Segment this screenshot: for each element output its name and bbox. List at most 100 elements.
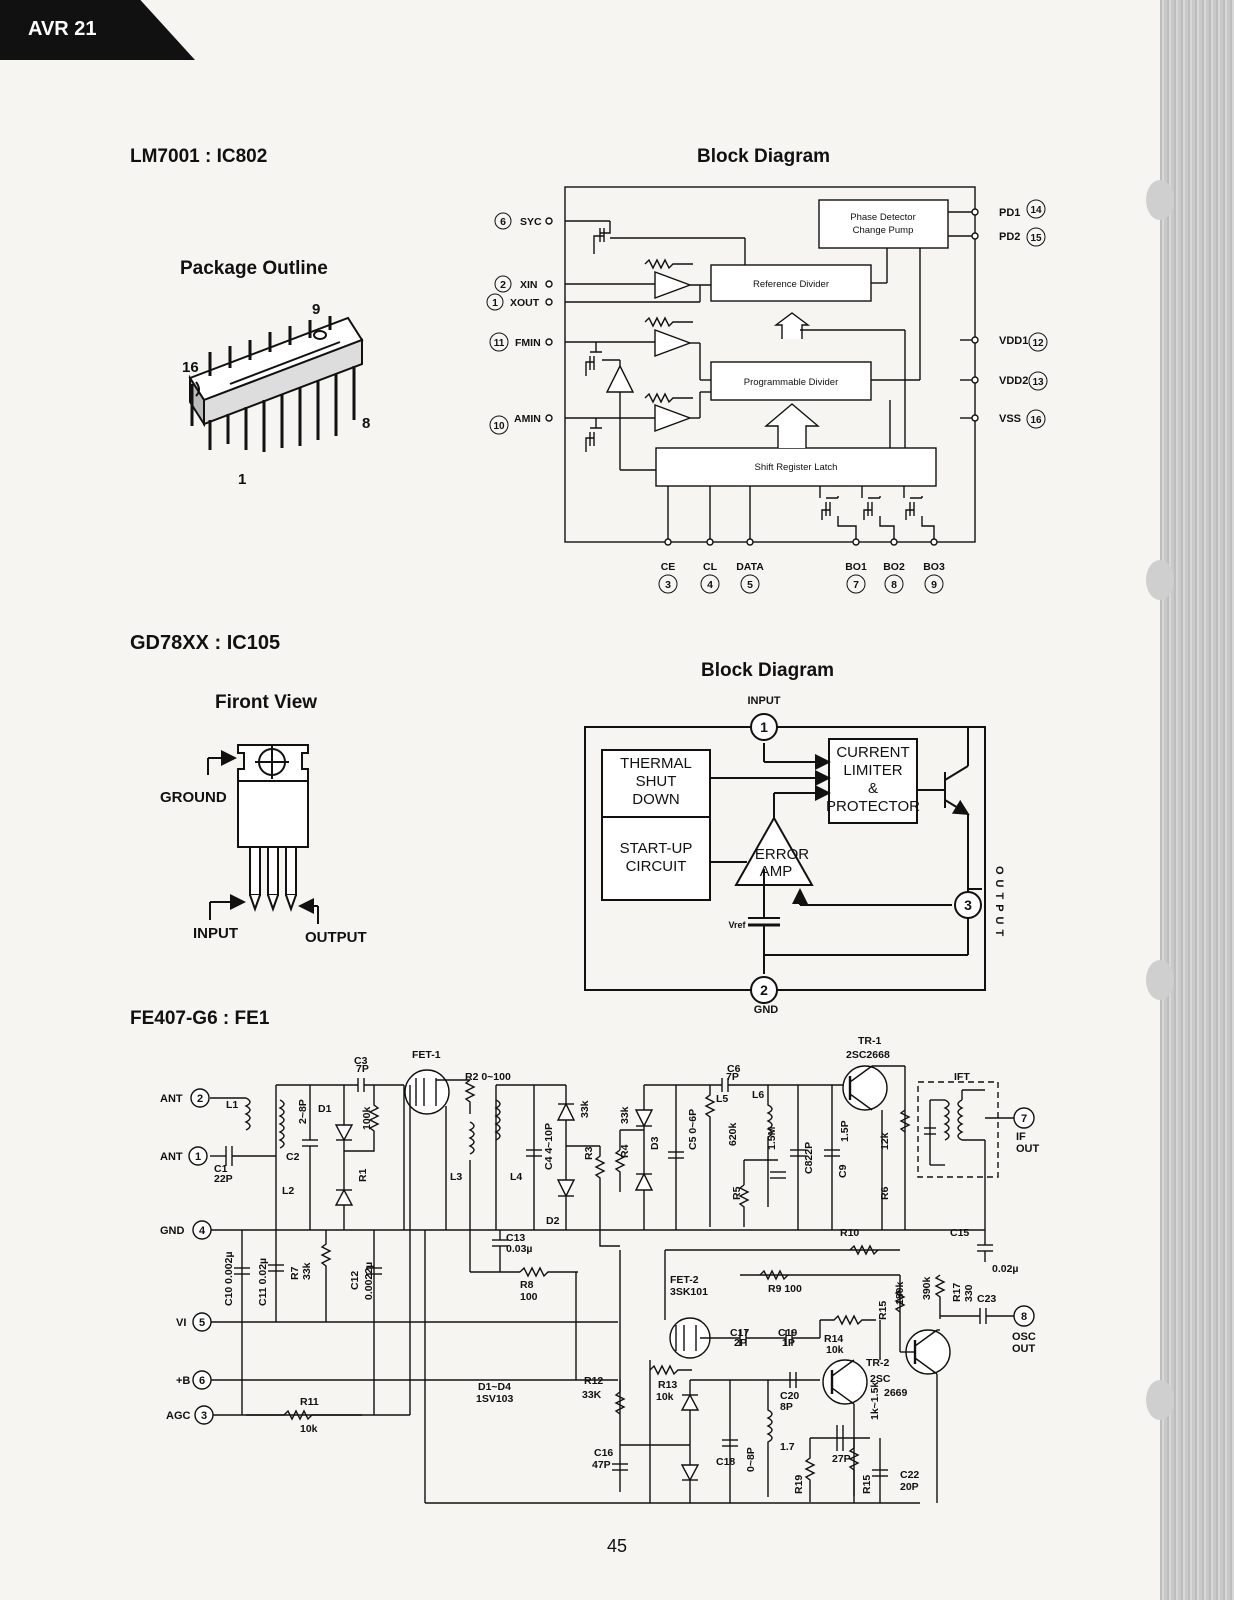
pin-name-vdd2: VDD2 xyxy=(999,375,1028,387)
gd-output-vertical: OUTPUT xyxy=(993,866,1005,941)
front-view-title: Firont View xyxy=(215,692,318,713)
component-label: 0.02µ xyxy=(992,1263,1019,1275)
component-label: 1k~1.5k xyxy=(869,1382,881,1420)
component-label: C16 xyxy=(594,1447,613,1459)
fe-term-label-agc: AGC xyxy=(166,1410,191,1422)
fe-term-label-vi: VI xyxy=(176,1317,186,1329)
component-label: R17 xyxy=(951,1283,963,1302)
component-label: 0.0022µ xyxy=(363,1262,375,1300)
component-label: FET-1 xyxy=(412,1049,441,1061)
package-outline-title: Package Outline xyxy=(180,258,328,279)
pin-name-xout: XOUT xyxy=(510,297,540,309)
component-label: TR-1 xyxy=(858,1035,881,1047)
component-label: 620k xyxy=(727,1122,739,1146)
pin-name-xin: XIN xyxy=(520,279,538,291)
lm7001-block-title: Block Diagram xyxy=(697,146,831,167)
thermal-line3: DOWN xyxy=(632,791,680,808)
ground-label: GROUND xyxy=(160,789,227,806)
binder-hole xyxy=(1146,180,1174,220)
fe-term-num-gnd: 4 xyxy=(199,1225,206,1237)
component-label: C18 xyxy=(716,1456,735,1468)
page-number: 45 xyxy=(607,1536,628,1556)
component-label: C17 xyxy=(730,1327,749,1339)
fe-term-label-b: +B xyxy=(176,1375,190,1387)
component-label: 33K xyxy=(582,1389,602,1401)
pin-label-16: 16 xyxy=(182,359,199,376)
fe-term-num-vi: 5 xyxy=(199,1317,205,1329)
pin-name-bo3: BO3 xyxy=(923,561,945,573)
component-label: R2 0~100 xyxy=(465,1071,511,1083)
pin-num-pd1: 14 xyxy=(1030,205,1042,216)
startup-line2: CIRCUIT xyxy=(626,858,687,875)
gd-vref-label: Vref xyxy=(728,920,746,930)
component-label: C9 xyxy=(837,1164,849,1178)
pin-num-bo1: 7 xyxy=(853,579,859,591)
error-amp-line2: AMP xyxy=(760,863,793,880)
component-label: 22P xyxy=(214,1173,233,1185)
lm7001-pin-nodes xyxy=(545,208,979,546)
component-label: 1SV103 xyxy=(476,1393,514,1405)
pin-name-pd2: PD2 xyxy=(999,231,1020,243)
component-label: R10 xyxy=(840,1227,859,1239)
lm7001-block-labels: Phase Detector Change Pump Reference Div… xyxy=(744,212,916,473)
component-label: 1.5P xyxy=(839,1120,851,1142)
gd-gnd-label: GND xyxy=(754,1004,779,1016)
component-label: 33k xyxy=(579,1100,591,1118)
component-label: C6 xyxy=(727,1063,741,1075)
component-label: R8 xyxy=(520,1279,534,1291)
fe-if-label-1: IF xyxy=(1016,1131,1026,1143)
component-label: C3 xyxy=(354,1055,368,1067)
component-label: R13 xyxy=(658,1379,677,1391)
component-label: 20P xyxy=(900,1481,919,1493)
component-label: 33k xyxy=(301,1262,313,1280)
component-label: 2P xyxy=(734,1337,747,1349)
lm7001-left-pins: 6 SYC 2 XIN 1 XOUT 11 FMIN 10 AMIN xyxy=(486,212,542,435)
component-label: C4 4~10P xyxy=(543,1123,555,1170)
pin-name-pd1: PD1 xyxy=(999,207,1020,219)
pin-num-cl: 4 xyxy=(707,579,713,591)
component-label: 0~8P xyxy=(745,1447,757,1472)
binder-hole xyxy=(1146,560,1174,600)
gd78xx-block-diagram xyxy=(584,726,986,991)
component-label: C13 xyxy=(506,1232,525,1244)
component-label: C23 xyxy=(977,1293,996,1305)
fe-term-num-agc: 3 xyxy=(201,1410,207,1422)
fe-term-num-b: 6 xyxy=(199,1375,205,1387)
fe-osc-label-1: OSC xyxy=(1012,1331,1036,1343)
component-label: R9 100 xyxy=(768,1283,802,1295)
pin-num-amin: 10 xyxy=(493,421,505,432)
current-line4: PROTECTOR xyxy=(826,798,920,815)
component-label: R4 xyxy=(619,1144,631,1158)
pin-num-bo3: 9 xyxy=(931,579,937,591)
component-label: R11 xyxy=(300,1396,319,1408)
section-tab-label: AVR 21 xyxy=(28,18,97,40)
pin-num-vdd2: 13 xyxy=(1032,377,1044,388)
component-label: C12 xyxy=(349,1271,361,1290)
dip16-package-icon xyxy=(188,316,364,452)
component-label: 1P xyxy=(782,1337,795,1349)
component-label: 10k xyxy=(826,1344,844,1356)
lm7001-title: LM7001 : IC802 xyxy=(130,146,268,167)
error-amp-line1: ERROR xyxy=(755,846,809,863)
gd78xx-block-labels: THERMAL SHUT DOWN START-UP CIRCUIT CURRE… xyxy=(620,744,921,880)
programmable-divider-label: Programmable Divider xyxy=(744,377,839,388)
component-label: C11 0.02µ xyxy=(257,1258,269,1306)
gd78xx-block-title: Block Diagram xyxy=(701,660,835,681)
shift-register-label: Shift Register Latch xyxy=(755,462,838,473)
component-label: R14 xyxy=(824,1333,843,1345)
fe-term-label-gnd: GND xyxy=(160,1225,185,1237)
pin-num-bo2: 8 xyxy=(891,579,897,591)
component-label: L1 xyxy=(226,1099,238,1111)
component-label: 33k xyxy=(619,1106,631,1124)
component-label: R3 xyxy=(583,1146,595,1160)
input-label: INPUT xyxy=(193,925,238,942)
pin-label-9: 9 xyxy=(312,301,320,318)
gd-pin-3: 3 xyxy=(964,897,972,913)
pin-name-data: DATA xyxy=(736,561,764,573)
binder-hole xyxy=(1146,960,1174,1000)
component-label: R15 xyxy=(861,1475,873,1494)
binder-hole xyxy=(1146,1380,1174,1420)
pin-label-8: 8 xyxy=(362,415,370,432)
